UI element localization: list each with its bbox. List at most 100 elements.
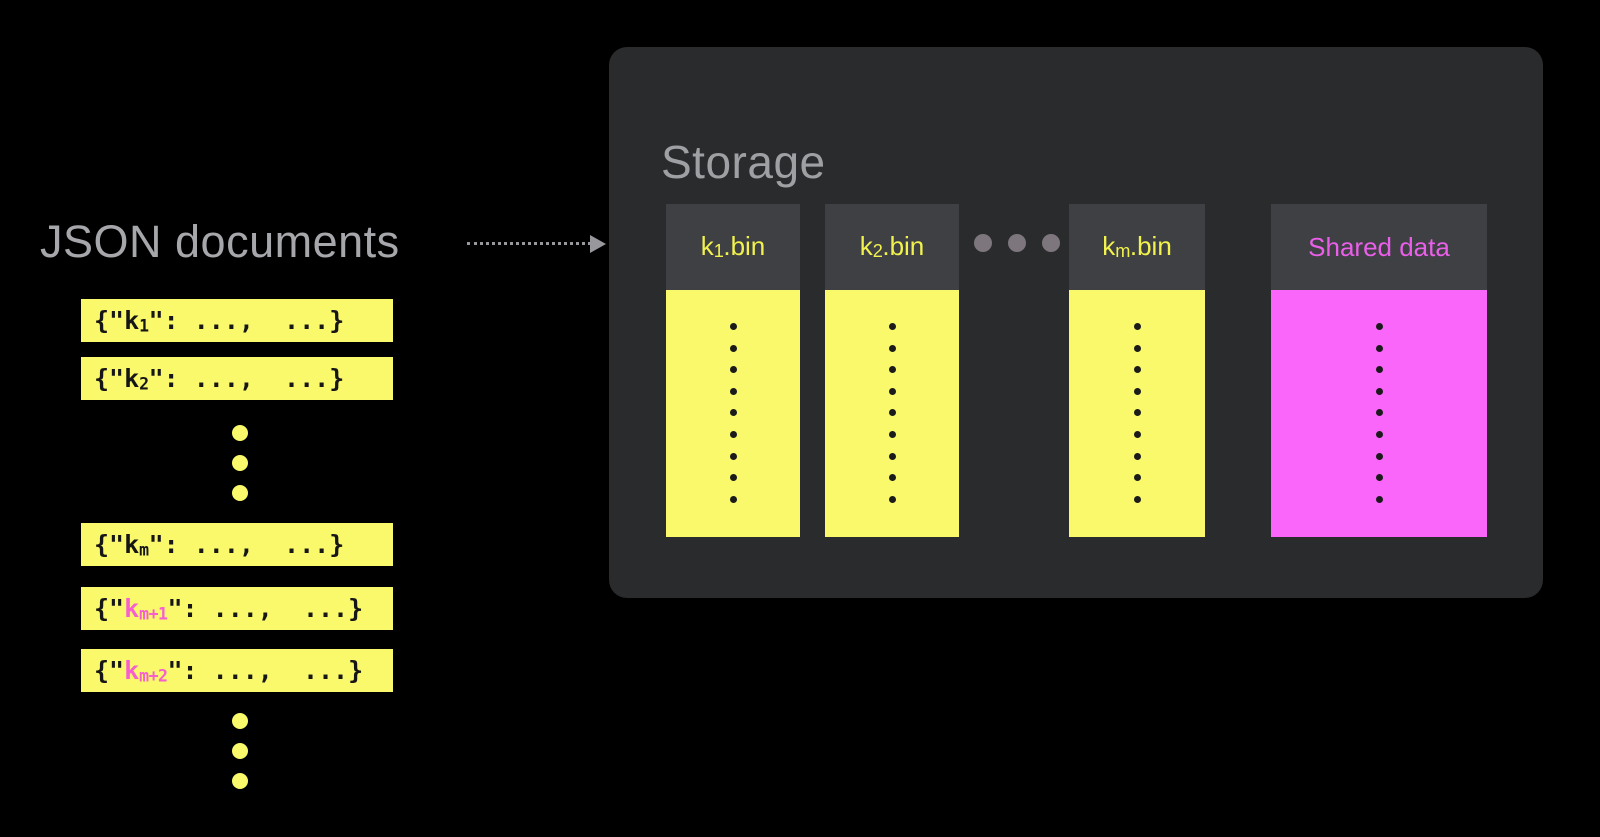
column-dot bbox=[729, 387, 737, 395]
document-text: {"km": ..., ...} bbox=[94, 530, 344, 559]
column-dot bbox=[1133, 430, 1141, 438]
column-dot bbox=[1375, 323, 1383, 330]
column-dot bbox=[729, 474, 737, 482]
column-dot bbox=[1133, 452, 1141, 460]
column-dot bbox=[729, 452, 737, 460]
ellipsis-dot bbox=[232, 425, 248, 441]
key-subscript: m bbox=[139, 540, 149, 560]
text-segment: {"k bbox=[94, 529, 140, 559]
text-segment: k bbox=[124, 593, 140, 623]
column-dot bbox=[888, 495, 896, 503]
column-dot bbox=[729, 344, 737, 352]
column-dot bbox=[729, 366, 737, 374]
text-segment: .bin bbox=[882, 231, 925, 262]
flow-arrow-line bbox=[467, 242, 591, 245]
column-dot bbox=[888, 344, 896, 352]
document-bar: {"k2": ..., ...} bbox=[81, 357, 393, 400]
document-text: {"k1": ..., ...} bbox=[94, 306, 344, 335]
ellipsis-dot bbox=[232, 455, 248, 471]
header-ellipsis-dot bbox=[974, 234, 992, 252]
column-dot bbox=[1133, 366, 1141, 374]
ellipsis-dot bbox=[232, 773, 248, 789]
text-segment: .bin bbox=[1129, 231, 1172, 262]
column-header-label: k1.bin bbox=[701, 231, 766, 262]
column-dot bbox=[888, 409, 896, 417]
flow-arrow-head-icon bbox=[590, 235, 606, 253]
column-header-label: k2.bin bbox=[860, 231, 925, 262]
column-dot bbox=[1375, 409, 1383, 417]
column-body bbox=[1271, 290, 1487, 537]
storage-column: k1.bin bbox=[666, 204, 800, 537]
key-subscript: m+2 bbox=[139, 666, 168, 686]
column-dot bbox=[888, 474, 896, 482]
column-dot bbox=[1133, 387, 1141, 395]
column-dot bbox=[1375, 430, 1383, 438]
text-segment: Shared data bbox=[1308, 231, 1450, 262]
document-bar: {"km+1": ..., ...} bbox=[81, 587, 393, 630]
column-body bbox=[1069, 290, 1205, 537]
key-subscript: m bbox=[1115, 241, 1130, 262]
column-header-label: km.bin bbox=[1102, 231, 1172, 262]
column-dot bbox=[1375, 387, 1383, 395]
column-dot bbox=[888, 452, 896, 460]
column-dot bbox=[888, 430, 896, 438]
key-subscript: 2 bbox=[139, 374, 149, 394]
document-bar: {"k1": ..., ...} bbox=[81, 299, 393, 342]
column-dot bbox=[729, 495, 737, 503]
column-header: km.bin bbox=[1069, 204, 1205, 290]
document-bar: {"km": ..., ...} bbox=[81, 523, 393, 566]
column-dot bbox=[1133, 495, 1141, 503]
column-dot bbox=[888, 323, 896, 330]
column-dot bbox=[1133, 474, 1141, 482]
column-dot bbox=[1375, 495, 1383, 503]
text-segment: ": ..., ...} bbox=[148, 305, 345, 335]
column-dot bbox=[1375, 474, 1383, 482]
document-bar: {"km+2": ..., ...} bbox=[81, 649, 393, 692]
text-segment: {" bbox=[94, 593, 125, 623]
document-ellipsis bbox=[232, 425, 248, 501]
column-dot bbox=[729, 323, 737, 330]
key-subscript: 2 bbox=[872, 241, 883, 262]
text-segment: k bbox=[700, 231, 714, 262]
column-header: Shared data bbox=[1271, 204, 1487, 290]
storage-column: km.bin bbox=[1069, 204, 1205, 537]
column-dot bbox=[1133, 409, 1141, 417]
column-header: k2.bin bbox=[825, 204, 959, 290]
key-subscript: 1 bbox=[713, 241, 724, 262]
column-dot bbox=[1375, 344, 1383, 352]
column-dot bbox=[1375, 366, 1383, 374]
column-header: k1.bin bbox=[666, 204, 800, 290]
column-body bbox=[666, 290, 800, 537]
header-ellipsis-dot bbox=[1008, 234, 1026, 252]
text-segment: k bbox=[859, 231, 873, 262]
column-dot bbox=[1375, 452, 1383, 460]
text-segment: ": ..., ...} bbox=[167, 655, 364, 685]
text-segment: {" bbox=[94, 655, 125, 685]
document-text: {"km+2": ..., ...} bbox=[94, 656, 363, 685]
column-dot bbox=[729, 430, 737, 438]
column-header-label: Shared data bbox=[1308, 232, 1450, 263]
column-dot bbox=[729, 409, 737, 417]
document-ellipsis bbox=[232, 713, 248, 789]
text-segment: .bin bbox=[723, 231, 766, 262]
ellipsis-dot bbox=[232, 713, 248, 729]
text-segment: ": ..., ...} bbox=[167, 593, 364, 623]
text-segment: {"k bbox=[94, 305, 140, 335]
storage-header-ellipsis bbox=[974, 234, 1060, 252]
text-segment: ": ..., ...} bbox=[148, 363, 345, 393]
text-segment: k bbox=[124, 655, 140, 685]
text-segment: ": ..., ...} bbox=[148, 529, 345, 559]
header-ellipsis-dot bbox=[1042, 234, 1060, 252]
storage-column: k2.bin bbox=[825, 204, 959, 537]
document-text: {"km+1": ..., ...} bbox=[94, 594, 363, 623]
text-segment: k bbox=[1102, 231, 1116, 262]
json-documents-title: JSON documents bbox=[40, 216, 400, 267]
ellipsis-dot bbox=[232, 743, 248, 759]
document-text: {"k2": ..., ...} bbox=[94, 364, 344, 393]
text-segment: {"k bbox=[94, 363, 140, 393]
column-body bbox=[825, 290, 959, 537]
storage-column: Shared data bbox=[1271, 204, 1487, 537]
column-dot bbox=[1133, 344, 1141, 352]
